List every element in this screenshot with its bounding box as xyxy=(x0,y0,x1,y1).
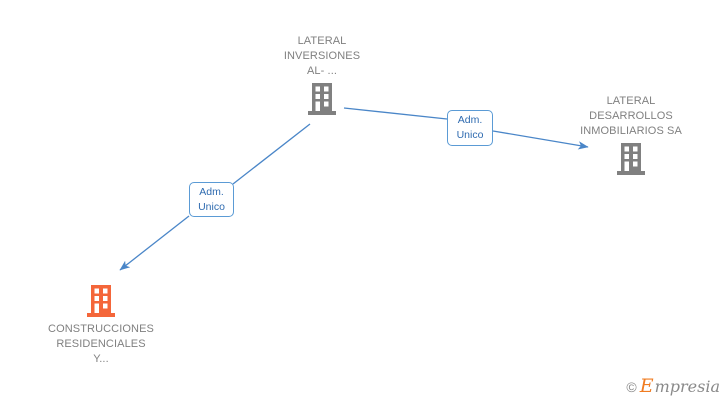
node-label-construcciones-residenciales: CONSTRUCCIONES RESIDENCIALES Y... xyxy=(48,323,154,365)
copyright-icon: © xyxy=(626,378,637,395)
watermark-empresia: © E mpresia xyxy=(626,377,720,396)
building-icon[interactable] xyxy=(85,284,117,319)
node-lateral-inversiones[interactable]: LATERAL INVERSIONES AL- ... xyxy=(242,34,402,117)
node-lateral-desarrollos[interactable]: LATERAL DESARROLLOS INMOBILIARIOS SA xyxy=(551,94,711,177)
edge-line-inversiones-construcciones-a xyxy=(232,123,311,185)
node-label-lateral-inversiones: LATERAL INVERSIONES AL- ... xyxy=(283,35,361,77)
edge-label-adm-unico-desarrollos[interactable]: Adm. Unico xyxy=(447,110,493,146)
brand-initial: E xyxy=(639,375,654,397)
node-label-lateral-desarrollos: LATERAL DESARROLLOS INMOBILIARIOS SA xyxy=(580,95,682,137)
node-construcciones-residenciales[interactable]: CONSTRUCCIONES RESIDENCIALES Y... xyxy=(21,284,181,367)
building-icon[interactable] xyxy=(615,142,647,177)
edge-line-inversiones-construcciones-b xyxy=(119,215,190,271)
brand-name: mpresia xyxy=(654,376,720,396)
edge-label-adm-unico-construcciones[interactable]: Adm. Unico xyxy=(189,182,234,217)
building-icon[interactable] xyxy=(306,82,338,117)
